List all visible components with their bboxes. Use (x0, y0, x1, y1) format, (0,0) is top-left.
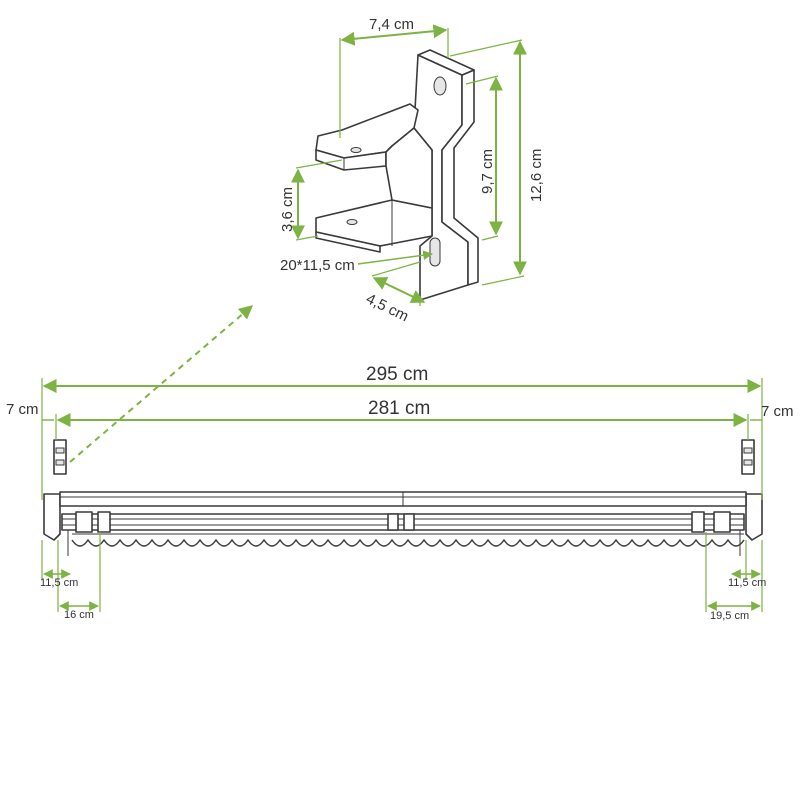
dim-depth-line (372, 277, 426, 303)
dim-gap-label: 3,6 cm (279, 187, 296, 232)
arm-bracket-center-left (387, 513, 399, 531)
dim-right-offset-a-label: 11,5 cm (728, 577, 766, 589)
arm-bracket-left-1 (75, 511, 93, 533)
bracket-plate-edge (441, 69, 479, 286)
wall-bracket-right (741, 439, 755, 475)
bracket-top-hole (433, 76, 447, 96)
arm-bracket-right-2 (713, 511, 731, 533)
dim-right-offset-b-label: 19,5 cm (710, 610, 749, 622)
arm-bracket-left-2 (97, 511, 111, 533)
wall-bracket (315, 49, 479, 301)
detail-pointer (69, 305, 254, 463)
bracket-dimensions: 7,4 cm 12,6 cm 9,7 cm 3,6 cm 20*11,5 cm … (279, 16, 545, 325)
dim-left-offset-b-label: 16 cm (64, 609, 94, 621)
dim-slot-leader (357, 250, 433, 265)
bracket-slot (429, 237, 441, 267)
front-bar (61, 513, 745, 531)
dim-slot-label: 20*11,5 cm (280, 257, 355, 274)
dim-left-offset-a-label: 11,5 cm (40, 577, 78, 589)
dim-depth-label: 4,5 cm (363, 290, 411, 325)
bracket-lower-hole (346, 219, 358, 225)
dim-inner-width-label: 281 cm (368, 398, 430, 419)
wall-bracket-left (53, 439, 67, 475)
dim-width-line (340, 24, 448, 46)
end-cap-left (43, 493, 61, 541)
dim-width-label: 7,4 cm (369, 16, 414, 33)
dim-height-inner-label: 9,7 cm (479, 149, 496, 194)
dim-total-width-label: 295 cm (366, 364, 428, 385)
awning-dimensions: 295 cm 281 cm 7 cm 7 cm 11,5 cm 16 cm 11… (6, 364, 794, 622)
bracket-riser (385, 127, 433, 209)
bracket-plate-top (417, 49, 475, 76)
end-cap-right (745, 493, 763, 541)
awning (43, 439, 763, 556)
bracket-upper-hole (350, 147, 362, 153)
valance (71, 538, 745, 547)
dim-edge-left-label: 7 cm (6, 401, 39, 418)
dim-edge-right-label: 7 cm (761, 403, 794, 420)
arm-bracket-right-1 (691, 511, 705, 533)
dim-height-total-label: 12,6 cm (528, 149, 545, 202)
arm-bracket-center-right (403, 513, 415, 531)
